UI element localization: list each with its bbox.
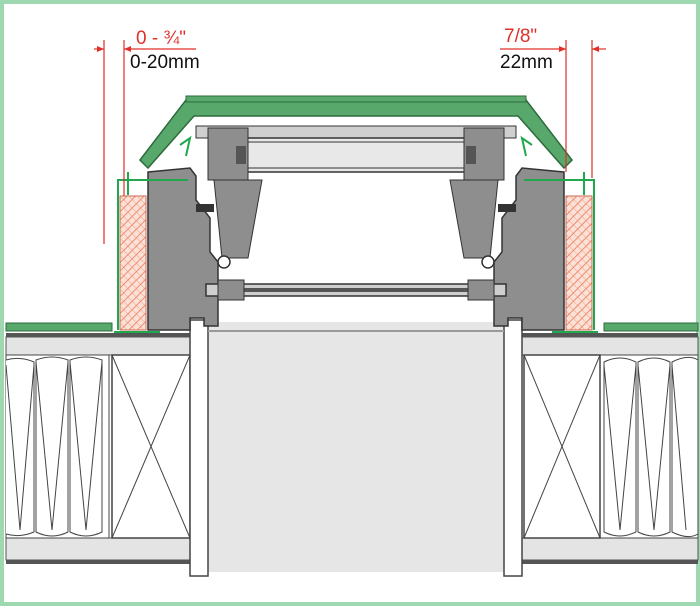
insulation-batts-right	[599, 354, 699, 539]
light-shaft	[189, 319, 523, 577]
top-glazing-unit	[195, 125, 517, 259]
dimension-left-fraction: 0 - ¾"	[136, 28, 186, 49]
lower-glazing-bar	[205, 255, 507, 301]
dimension-right: 7/8" 22mm	[500, 26, 606, 178]
skylight-cap	[139, 95, 573, 170]
blocking-right	[523, 354, 601, 539]
dimension-right-metric: 22mm	[500, 52, 553, 73]
insulation-batts-left	[5, 354, 110, 539]
dimension-left: 0 - ¾" 0-20mm	[94, 28, 200, 244]
dimension-right-fraction: 7/8"	[504, 26, 537, 47]
roof-membrane	[5, 322, 699, 332]
curb-left	[114, 167, 219, 333]
dimension-left-metric: 0-20mm	[130, 52, 200, 73]
blocking-left	[111, 354, 191, 539]
